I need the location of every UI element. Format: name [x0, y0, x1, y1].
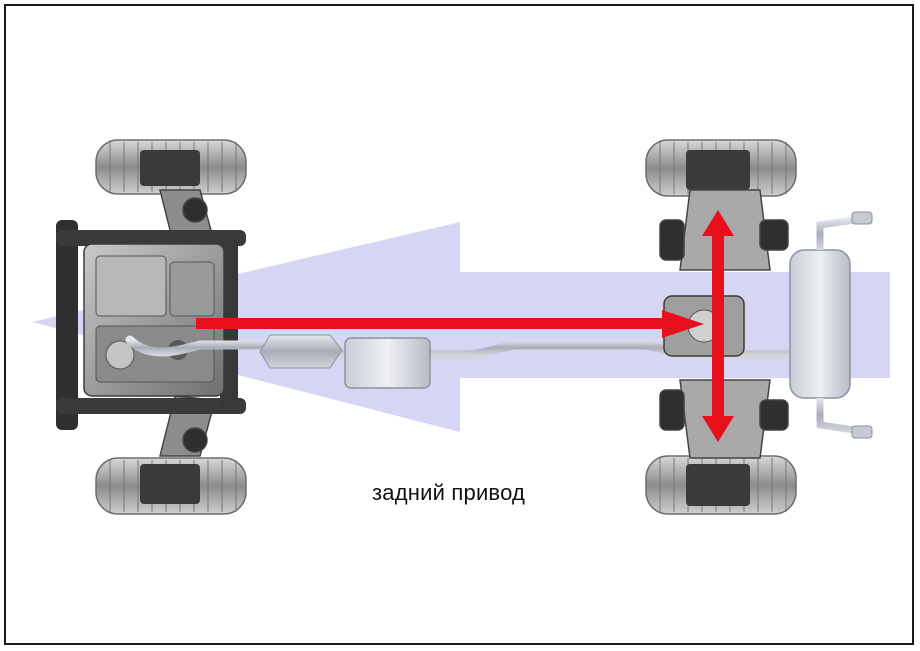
front-right-wheel	[95, 457, 247, 515]
rear-axle-arrow	[702, 210, 734, 442]
center-muffler	[344, 337, 431, 389]
tailpipe-icon	[851, 211, 873, 439]
rear-right-wheel	[645, 455, 797, 515]
front-subframe	[56, 220, 246, 430]
rear-left-wheel	[645, 139, 797, 197]
exhaust-system	[125, 334, 805, 389]
front-left-wheel	[95, 139, 247, 195]
driveshaft-arrow	[196, 310, 704, 338]
caption-label: задний привод	[372, 480, 526, 505]
engine	[83, 243, 225, 397]
